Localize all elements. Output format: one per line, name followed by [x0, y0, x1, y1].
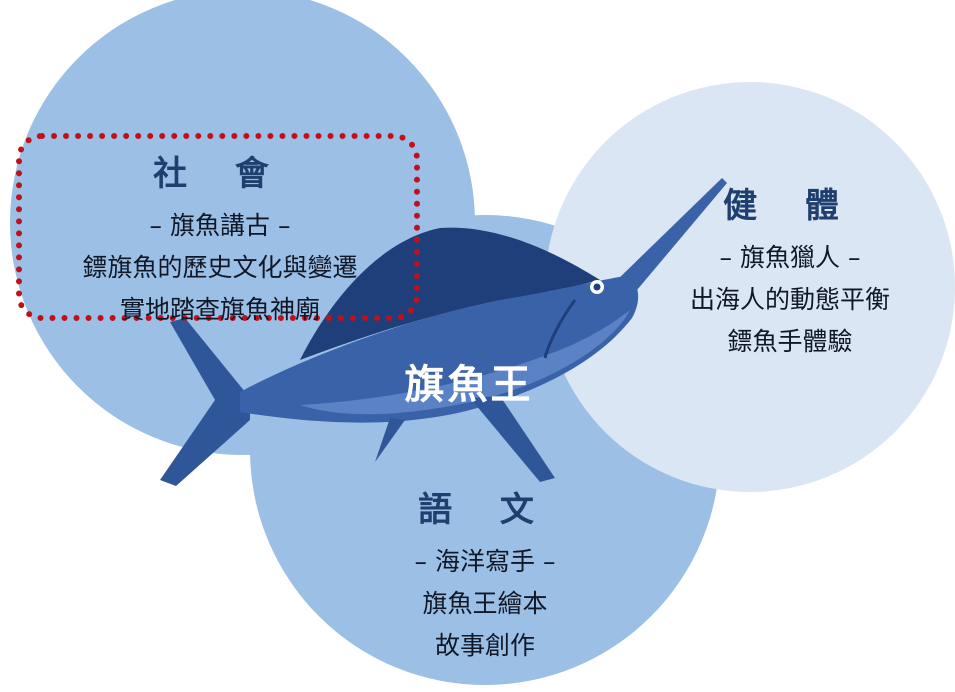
center-title: 旗魚王: [404, 362, 534, 408]
social-subtitle: – 旗魚講古 –: [149, 211, 291, 240]
health-line-1: 出海人的動態平衡: [689, 285, 890, 314]
language-block: 語 文 – 海洋寫手 – 旗魚王繪本 故事創作: [370, 482, 600, 667]
marlin-anal-fin: [375, 418, 405, 462]
marlin-pectoral-fin: [470, 396, 555, 482]
social-line-1: 鏢旗魚的歷史文化與變遷: [82, 253, 358, 282]
health-subtitle: – 旗魚獵人 –: [719, 243, 861, 272]
social-line-2: 實地踏查旗魚神廟: [119, 295, 320, 324]
marlin-tail: [160, 318, 250, 486]
marlin-gill: [543, 299, 577, 359]
marlin-body: [240, 276, 639, 423]
language-subtitle: – 海洋寫手 –: [414, 547, 556, 576]
marlin-dorsal-fin: [300, 227, 600, 360]
language-line-1: 旗魚王繪本: [422, 589, 548, 618]
health-block: 健 體 – 旗魚獵人 – 出海人的動態平衡 鏢魚手體驗: [640, 178, 940, 363]
language-line-2: 故事創作: [434, 631, 535, 660]
marlin-bill: [615, 178, 727, 296]
health-title: 健 體: [723, 186, 857, 226]
social-block: 社 會 – 旗魚講古 – 鏢旗魚的歷史文化與變遷 實地踏查旗魚神廟: [20, 146, 420, 331]
health-line-2: 鏢魚手體驗: [727, 327, 853, 356]
highlight-box-social: [16, 133, 420, 321]
social-title: 社 會: [153, 154, 287, 194]
language-title: 語 文: [418, 490, 552, 530]
marlin-belly: [300, 310, 630, 415]
